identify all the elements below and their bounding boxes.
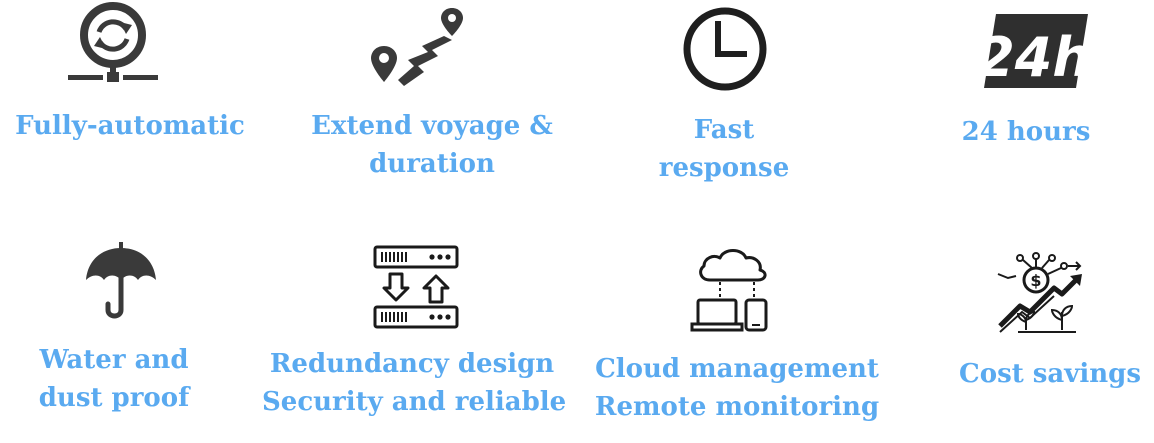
cloud-devices-icon bbox=[690, 249, 768, 332]
feature-label: Fully-automatic bbox=[10, 107, 250, 145]
label-line: 24 hours bbox=[961, 117, 1091, 147]
feature-label: Redundancy design Security and reliable bbox=[262, 345, 567, 421]
label-line: Extend voyage & bbox=[311, 111, 553, 141]
cost-savings-icon: $ bbox=[997, 252, 1082, 333]
label-line: Cost savings bbox=[959, 359, 1141, 389]
24h-badge-text: 24h bbox=[982, 26, 1090, 89]
label-line: Water and bbox=[39, 345, 189, 375]
feature-label: Cloud management Remote monitoring bbox=[592, 350, 882, 426]
svg-text:$: $ bbox=[1030, 271, 1041, 290]
server-redundancy-icon bbox=[373, 245, 459, 329]
umbrella-icon bbox=[86, 242, 156, 319]
label-line: Fast bbox=[693, 115, 755, 145]
feature-label: Extend voyage & duration bbox=[306, 107, 558, 183]
sync-network-icon bbox=[68, 2, 158, 82]
label-line: dust proof bbox=[38, 383, 190, 413]
label-line: Redundancy design bbox=[269, 349, 555, 379]
feature-label: Water and dust proof bbox=[14, 341, 214, 417]
clock-icon bbox=[683, 7, 767, 91]
label-line: response bbox=[658, 153, 790, 183]
feature-label: Cost savings bbox=[950, 355, 1150, 393]
route-map-icon bbox=[371, 8, 463, 86]
feature-label: 24 hours bbox=[926, 113, 1126, 151]
label-line: Security and reliable bbox=[262, 387, 567, 417]
24h-icon: 24h bbox=[982, 14, 1090, 89]
label-line: Remote monitoring bbox=[594, 392, 880, 422]
label-line: Cloud management bbox=[595, 354, 879, 384]
label-line: Fully-automatic bbox=[15, 111, 245, 141]
feature-label: Fast response bbox=[624, 111, 824, 187]
label-line: duration bbox=[369, 149, 495, 179]
